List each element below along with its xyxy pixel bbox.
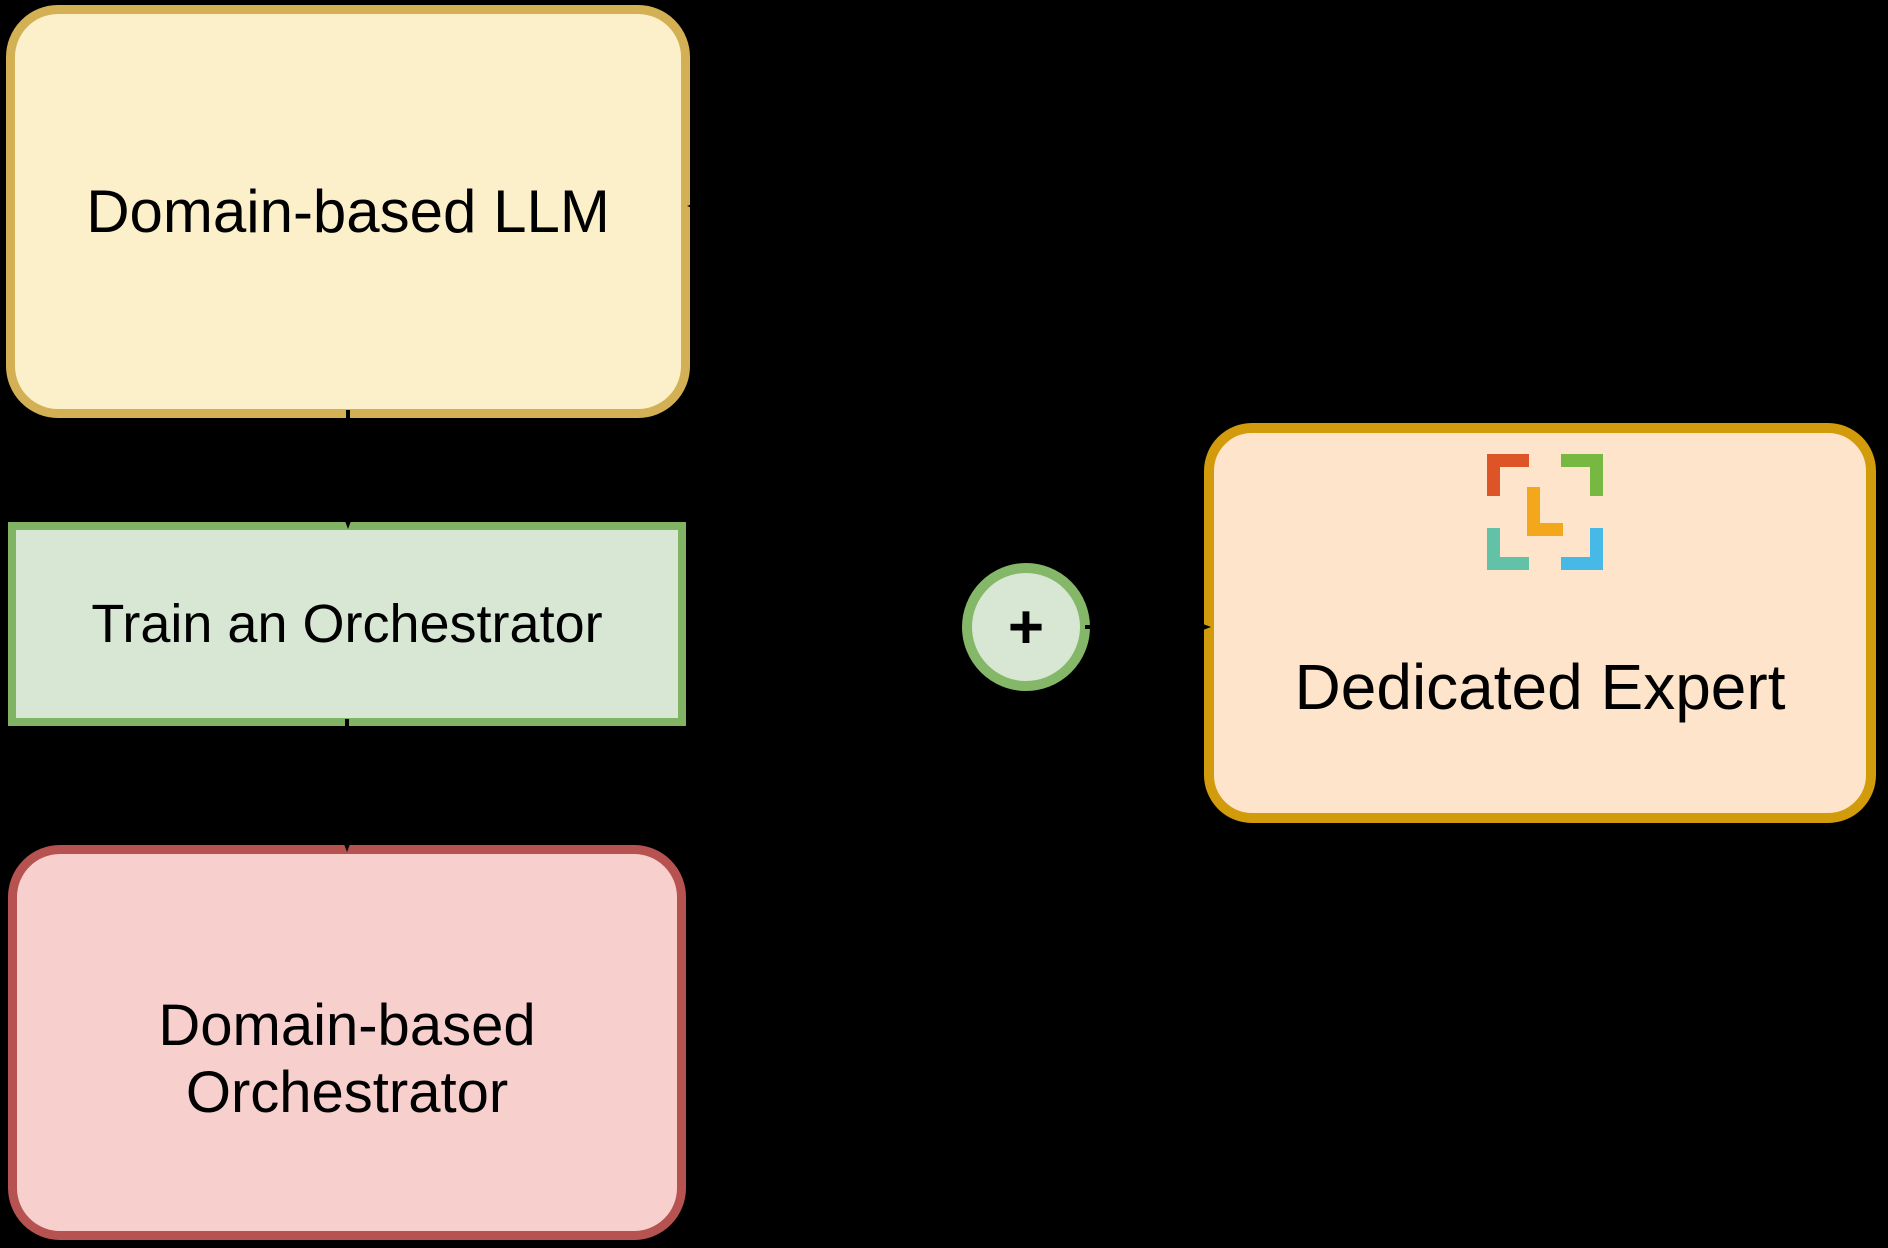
logo-letter-l: [1527, 487, 1563, 536]
arrow-plus-to-dedicated-expert: [1085, 621, 1211, 633]
logo-top-right-bracket: [1561, 454, 1603, 496]
logo-bottom-right-bracket: [1561, 528, 1603, 570]
node-domain-based-orchestrator-label-line2: Orchestrator: [185, 1059, 509, 1125]
logo-top-left-bracket: [1487, 454, 1529, 496]
arrow-dedicated-expert-to-llm: [687, 200, 1543, 420]
node-domain-based-llm: Domain-based LLM: [6, 5, 690, 418]
plus-combine-node: +: [962, 563, 1090, 691]
node-domain-based-orchestrator-label-line1: Domain-based: [158, 992, 536, 1058]
node-domain-based-llm-label: Domain-based LLM: [86, 178, 610, 245]
arrow-dedicated-expert-to-domain-orchestrator: [687, 830, 1543, 1049]
node-dedicated-expert-label: Dedicated Expert: [1294, 651, 1786, 723]
node-train-an-orchestrator: Train an Orchestrator: [8, 522, 686, 726]
arrow-llm-to-train-orchestrator: [342, 410, 354, 529]
plus-icon: +: [1007, 592, 1045, 662]
node-train-an-orchestrator-label: Train an Orchestrator: [91, 594, 603, 654]
brackets-l-logo-icon: [1487, 454, 1603, 570]
node-domain-based-orchestrator: Domain-based Orchestrator: [8, 845, 686, 1240]
logo-bottom-left-bracket: [1487, 528, 1529, 570]
arrow-train-orchestrator-to-domain-orchestrator: [341, 719, 353, 852]
